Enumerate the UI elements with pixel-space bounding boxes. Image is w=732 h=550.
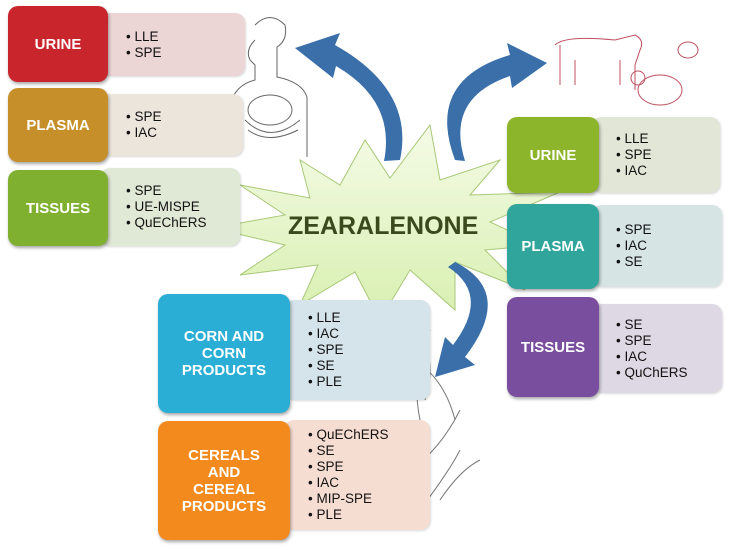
animal-plasma-methods: SPE IAC SE bbox=[592, 205, 722, 287]
method-item: IAC bbox=[308, 475, 430, 491]
human-tissues-methods: SPE UE-MISPE QuEChERS bbox=[100, 168, 240, 246]
animals-sketch bbox=[554, 34, 699, 106]
human-plasma-label: PLASMA bbox=[8, 88, 108, 162]
cereal-products-methods: QuEChERS SE SPE IAC MIP-SPE PLE bbox=[284, 420, 430, 530]
method-item: SPE bbox=[616, 222, 722, 238]
method-item: LLE bbox=[126, 29, 245, 45]
method-item: LLE bbox=[616, 131, 720, 147]
human-plasma-methods: SPE IAC bbox=[100, 94, 243, 156]
method-item: SPE bbox=[126, 45, 245, 61]
method-item: SPE bbox=[308, 342, 430, 358]
arrow-to-animals bbox=[447, 43, 547, 161]
method-item: SPE bbox=[616, 333, 722, 349]
animal-tissues-label: TISSUES bbox=[507, 297, 599, 397]
cereal-products-label: CEREALS AND CEREAL PRODUCTS bbox=[158, 421, 290, 540]
method-item: QuEChERS bbox=[308, 427, 430, 443]
human-urine-methods: LLE SPE bbox=[100, 13, 245, 76]
method-item: QuChERS bbox=[616, 365, 722, 381]
method-item: SE bbox=[308, 358, 430, 374]
arrow-to-human bbox=[295, 33, 403, 161]
method-item: UE-MISPE bbox=[126, 199, 240, 215]
method-item: IAC bbox=[616, 349, 722, 365]
corn-products-methods: LLE IAC SPE SE PLE bbox=[284, 300, 430, 400]
method-item: LLE bbox=[308, 310, 430, 326]
human-body-sketch bbox=[229, 17, 308, 157]
arrow-to-food bbox=[435, 262, 488, 377]
method-item: SPE bbox=[126, 109, 243, 125]
method-item: SPE bbox=[126, 183, 240, 199]
center-title: ZEARALENONE bbox=[288, 212, 479, 240]
method-item: IAC bbox=[616, 238, 722, 254]
animal-urine-label: URINE bbox=[507, 117, 599, 193]
method-item: QuEChERS bbox=[126, 215, 240, 231]
method-item: IAC bbox=[308, 326, 430, 342]
method-item: MIP-SPE bbox=[308, 491, 430, 507]
corn-products-label: CORN AND CORN PRODUCTS bbox=[158, 294, 290, 413]
animal-tissues-methods: SE SPE IAC QuChERS bbox=[592, 304, 722, 393]
method-item: SE bbox=[308, 443, 430, 459]
method-item: IAC bbox=[126, 125, 243, 141]
method-item: SE bbox=[616, 317, 722, 333]
method-item: SE bbox=[616, 254, 722, 270]
human-urine-label: URINE bbox=[8, 6, 108, 82]
method-item: SPE bbox=[616, 147, 720, 163]
method-item: IAC bbox=[616, 163, 720, 179]
method-item: PLE bbox=[308, 374, 430, 390]
human-tissues-label: TISSUES bbox=[8, 170, 108, 246]
arrows bbox=[295, 33, 547, 377]
method-item: PLE bbox=[308, 507, 430, 523]
method-item: SPE bbox=[308, 459, 430, 475]
animal-urine-methods: LLE SPE IAC bbox=[592, 117, 720, 193]
animal-plasma-label: PLASMA bbox=[507, 204, 599, 289]
